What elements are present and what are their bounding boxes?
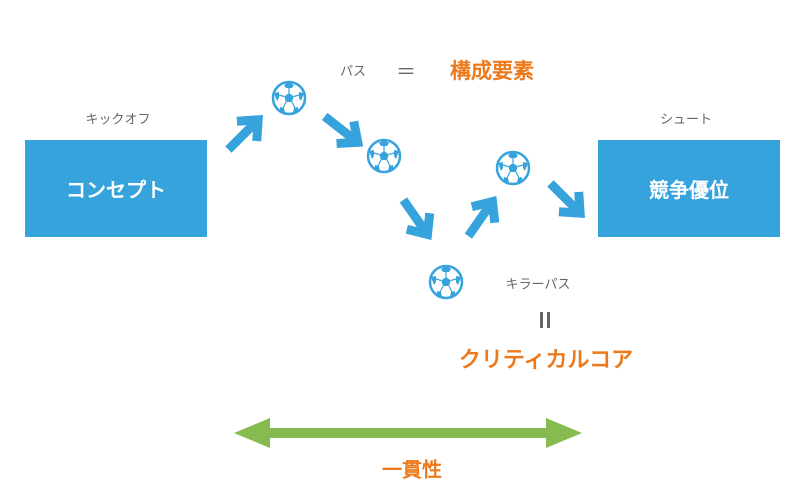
consistency-text: 一貫性 [382, 457, 442, 482]
pass-equals: ＝ [396, 59, 416, 84]
soccer-ball-icon [271, 80, 307, 116]
soccer-ball-icon [366, 138, 402, 174]
pass-arrow-1 [219, 110, 268, 159]
pass-label: パス [339, 64, 367, 80]
kickoff-label: キックオフ [85, 112, 151, 128]
killer-pass-label: キラーパス [505, 277, 571, 293]
concept-box: コンセプト [25, 140, 207, 237]
pass-arrow-2 [316, 105, 366, 153]
pass-arrow-4 [457, 194, 504, 244]
soccer-ball-icon [428, 264, 464, 300]
pass-arrow-3 [392, 192, 439, 242]
competitive-advantage-box: 競争優位 [598, 140, 780, 237]
consistency-double-arrow [234, 418, 582, 448]
critical-core-text: クリティカルコア [458, 348, 634, 373]
equals-vertical-icon [540, 312, 550, 328]
shoot-label: シュート [659, 112, 713, 128]
soccer-ball-icon [495, 150, 531, 186]
component-elements-text: 構成要素 [450, 59, 534, 83]
pass-arrow-5 [541, 174, 590, 223]
